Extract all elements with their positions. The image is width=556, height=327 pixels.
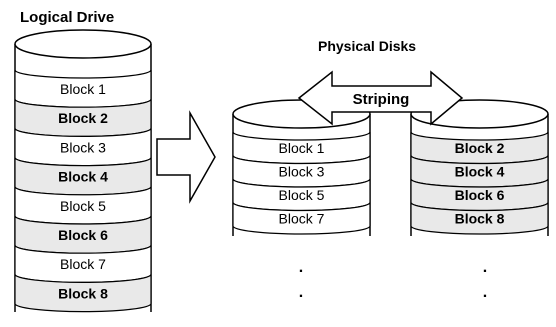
disk-b-block-label-1: Block 2 (455, 140, 505, 156)
logical-drive-block-label-7: Block 7 (60, 256, 106, 272)
striping-double-arrow (297, 70, 464, 126)
disk-b-block-label-4: Block 8 (455, 211, 505, 227)
disk-a-block-label-2: Block 3 (279, 164, 325, 180)
logical-drive-cylinder: Block 1 Block 2 Block 3 Block 4 Block 5 Block… (14, 29, 152, 313)
disk-b-block-label-2: Block 4 (455, 164, 505, 180)
logical-drive-block-label-6: Block 6 (58, 227, 108, 243)
logical-drive-block-label-4: Block 4 (58, 169, 108, 185)
disk-b-band-4 (410, 202, 549, 235)
physical-disks-title: Physical Disks (318, 38, 416, 54)
logical-drive-block-label-5: Block 5 (60, 198, 106, 214)
disk-a-dot-1: . (299, 259, 303, 276)
logical-drive-band-8 (14, 274, 152, 313)
disk-a-block-label-1: Block 1 (279, 140, 325, 156)
disk-b-dot-1: . (483, 259, 487, 276)
disk-b-block-label-3: Block 6 (455, 187, 505, 203)
physical-disk-a: Block 1 Block 3 Block 5 Block 7 (232, 99, 371, 236)
disk-a-block-label-4: Block 7 (279, 211, 325, 227)
logical-drive-block-label-3: Block 3 (60, 139, 106, 155)
disk-b-dot-2: . (483, 284, 487, 301)
logical-drive-block-label-2: Block 2 (58, 110, 108, 126)
logical-drive-title: Logical Drive (20, 9, 114, 26)
disk-a-block-label-3: Block 5 (279, 187, 325, 203)
disk-a-dot-2: . (299, 284, 303, 301)
striping-label: Striping (353, 91, 410, 108)
transfer-arrow (156, 110, 216, 204)
logical-drive-block-label-1: Block 1 (60, 81, 106, 97)
disk-a-band-4 (232, 202, 371, 235)
logical-drive-block-label-8: Block 8 (58, 285, 108, 301)
